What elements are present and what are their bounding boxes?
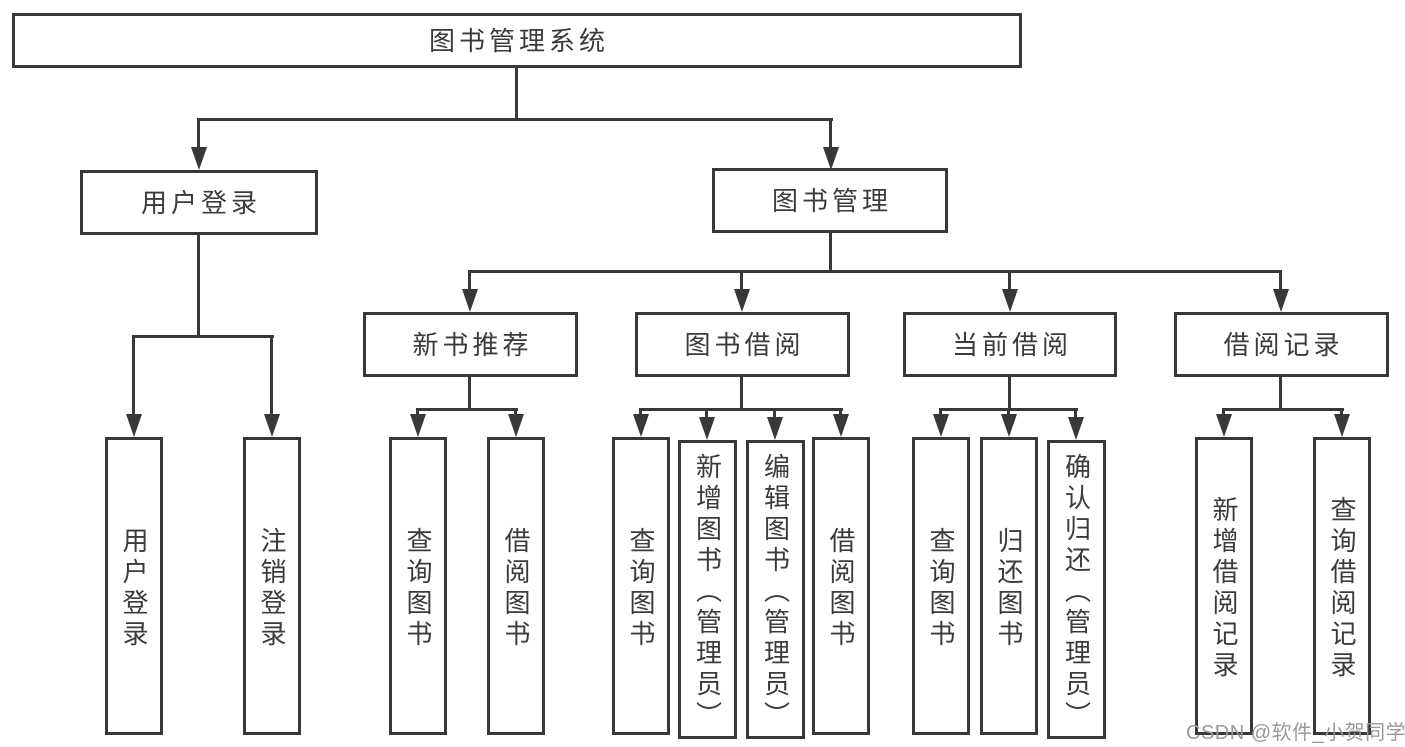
edge-to-book-borrow	[740, 270, 743, 292]
leaf-user-login: 用户登录	[105, 437, 163, 735]
leaf-edit-books-admin: 编辑图书（管理员）	[746, 440, 805, 739]
leaf-label: 查询图书	[926, 526, 956, 651]
arrowhead-g2-leaf2	[699, 417, 715, 440]
leaf-return-books: 归还图书	[980, 437, 1038, 735]
arrowhead-g4-leaf1	[1216, 414, 1232, 437]
node-library-system: 图书管理系统	[12, 13, 1022, 68]
leaf-query-books-borrow: 查询图书	[612, 437, 670, 735]
edge-group1-rail	[416, 408, 518, 411]
leaf-label: 编辑图书（管理员）	[760, 452, 791, 732]
edge-group4-rail	[1222, 408, 1344, 411]
edge-group2-stem	[740, 377, 743, 410]
edge-to-leaf-logout	[270, 335, 273, 416]
leaf-label: 借阅图书	[501, 526, 531, 651]
leaf-borrow-books: 借阅图书	[812, 437, 870, 735]
leaf-label: 查询借阅记录	[1327, 495, 1357, 682]
leaf-label: 注销登录	[257, 526, 287, 651]
edge-group2-rail	[639, 408, 843, 411]
leaf-query-books-current: 查询图书	[912, 437, 970, 735]
arrowhead-g1-leaf1	[410, 414, 426, 437]
edge-group3-stem	[1008, 377, 1011, 410]
node-label: 借阅记录	[1223, 329, 1344, 360]
edge-g3-leaf1	[939, 408, 942, 418]
edge-level2-rail	[197, 118, 833, 121]
edge-g2-leaf2	[705, 408, 708, 420]
edge-to-current-borrow	[1008, 270, 1011, 292]
arrowhead-g2-leaf4	[833, 414, 849, 437]
leaf-label: 查询图书	[626, 526, 656, 651]
leaf-label: 新增借阅记录	[1209, 495, 1239, 682]
edge-group4-stem	[1279, 377, 1282, 410]
arrowhead-g2-leaf1	[633, 414, 649, 437]
arrowhead-leaf-login	[126, 414, 142, 437]
leaf-borrow-books-recommend: 借阅图书	[487, 437, 545, 735]
leaf-label: 用户登录	[119, 526, 149, 651]
edge-user-login-rail	[132, 335, 274, 338]
edge-g2-leaf3	[773, 408, 776, 420]
arrowhead-g3-leaf3	[1068, 417, 1084, 440]
leaf-add-borrow-record: 新增借阅记录	[1195, 437, 1253, 735]
node-current-borrow: 当前借阅	[903, 312, 1117, 377]
csdn-watermark: CSDN @软件_小贺同学	[1186, 722, 1405, 744]
edge-to-book-mgmt	[829, 118, 832, 150]
edge-g1-leaf1	[416, 408, 419, 418]
edge-g3-leaf3	[1074, 408, 1077, 420]
arrowhead-book-mgmt	[823, 147, 839, 170]
leaf-label: 查询图书	[403, 526, 433, 651]
arrowhead-g3-leaf1	[933, 414, 949, 437]
node-label: 当前借阅	[951, 329, 1072, 360]
arrowhead-user-login	[191, 147, 207, 170]
arrowhead-g1-leaf2	[508, 414, 524, 437]
node-book-borrow: 图书借阅	[635, 312, 850, 377]
edge-g1-leaf2	[514, 408, 517, 418]
arrowhead-g2-leaf3	[767, 417, 783, 440]
leaf-query-books-recommend: 查询图书	[389, 437, 447, 735]
edge-g4-leaf1	[1222, 408, 1225, 418]
edge-to-user-login	[197, 118, 200, 150]
leaf-label: 新增图书（管理员）	[692, 452, 723, 732]
leaf-label: 确认归还（管理员）	[1061, 452, 1092, 732]
edge-user-login-stem	[197, 235, 200, 337]
edge-g3-leaf2	[1007, 408, 1010, 418]
arrowhead-book-borrow	[734, 289, 750, 312]
leaf-logout-login: 注销登录	[243, 437, 301, 735]
edge-book-mgmt-stem	[829, 233, 832, 272]
node-label: 图书借阅	[684, 329, 805, 360]
leaf-label: 归还图书	[994, 526, 1024, 651]
leaf-confirm-return-admin: 确认归还（管理员）	[1047, 440, 1106, 739]
arrowhead-g4-leaf2	[1334, 414, 1350, 437]
node-label: 新书推荐	[412, 329, 533, 360]
edge-g4-leaf2	[1340, 408, 1343, 418]
node-label: 图书管理系统	[428, 25, 609, 56]
edge-to-new-book	[468, 270, 471, 292]
leaf-query-borrow-record: 查询借阅记录	[1313, 437, 1371, 735]
node-borrow-records: 借阅记录	[1174, 312, 1389, 377]
edge-g2-leaf4	[839, 408, 842, 418]
leaf-add-books-admin: 新增图书（管理员）	[678, 440, 737, 739]
leaf-label: 借阅图书	[826, 526, 856, 651]
node-label: 图书管理	[771, 185, 892, 216]
node-new-book-recommend: 新书推荐	[363, 312, 578, 377]
edge-to-leaf-login	[132, 335, 135, 416]
arrowhead-current-borrow	[1002, 289, 1018, 312]
arrowhead-new-book	[462, 289, 478, 312]
edge-group1-stem	[468, 377, 471, 410]
node-book-management: 图书管理	[712, 168, 948, 233]
edge-level3-rail	[468, 270, 1282, 273]
edge-to-borrow-records	[1279, 270, 1282, 292]
arrowhead-borrow-records	[1273, 289, 1289, 312]
node-user-login: 用户登录	[80, 170, 318, 235]
edge-g2-leaf1	[639, 408, 642, 418]
arrowhead-leaf-logout	[264, 414, 280, 437]
arrowhead-g3-leaf2	[1001, 414, 1017, 437]
node-label: 用户登录	[140, 187, 261, 218]
edge-root-stem	[515, 68, 518, 121]
